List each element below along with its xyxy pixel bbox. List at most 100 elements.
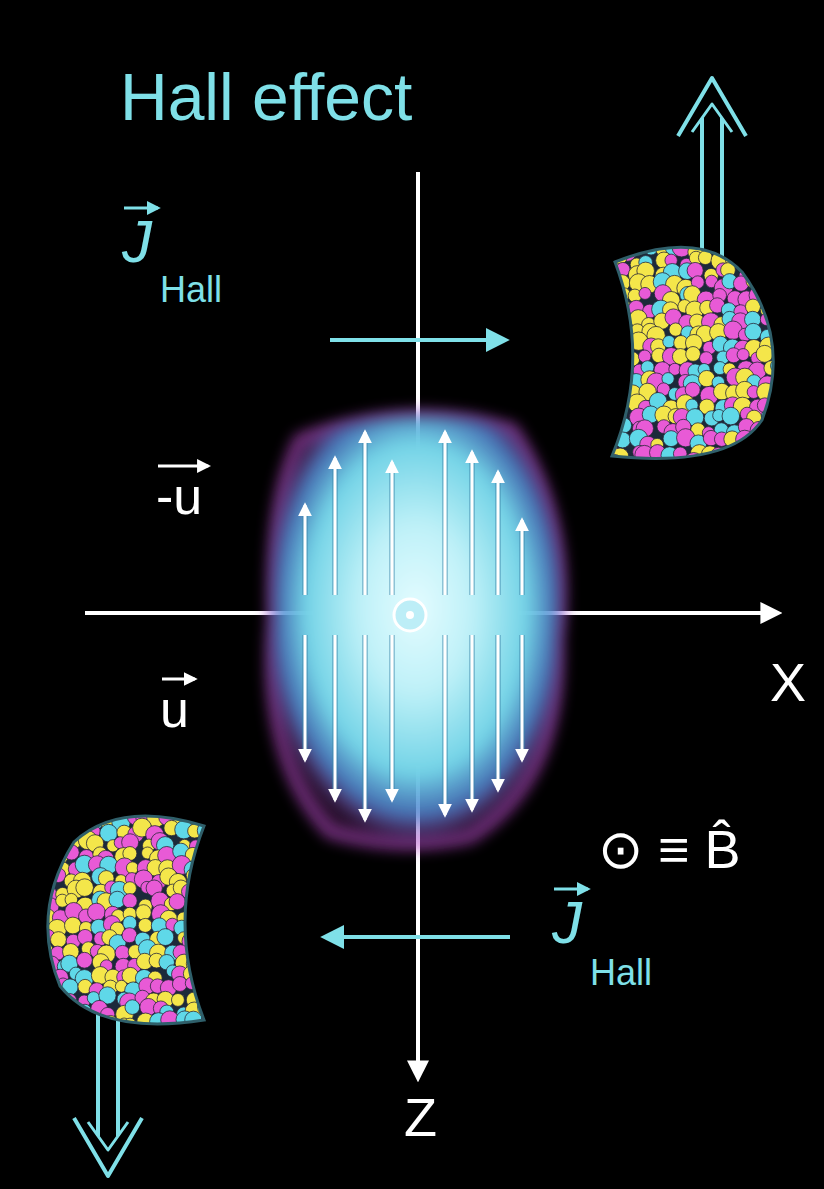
quark-dot [15, 1022, 34, 1041]
quark-dot [12, 833, 31, 852]
quark-dot [117, 1025, 133, 1041]
flow-arrow-up [497, 472, 500, 595]
quark-dot [759, 432, 772, 445]
quark-dot [784, 254, 801, 271]
vector-arrow [554, 888, 588, 891]
quark-dot [760, 216, 775, 231]
vector-arrow [158, 465, 208, 468]
quark-dot [18, 967, 36, 985]
quark-dot [31, 823, 44, 836]
quark-dot [594, 279, 610, 295]
quark-dot [772, 304, 789, 321]
quark-dot [51, 809, 69, 827]
quark-dot [15, 873, 32, 890]
flow-arrow-down [444, 635, 447, 815]
quark-dot [759, 279, 776, 296]
field-out-symbol [394, 599, 426, 631]
quark-dot [751, 234, 763, 246]
quark-dot [783, 347, 798, 362]
quark-dot [686, 347, 701, 362]
arrow-shaft [96, 1012, 100, 1136]
subscript: Hall [590, 955, 652, 991]
quark-dot [198, 895, 214, 911]
quark-dot [17, 995, 32, 1010]
quark-dot [775, 323, 788, 336]
arrow-head-inner [88, 1122, 128, 1150]
quark-dot [782, 413, 797, 428]
quark-dot [638, 230, 651, 243]
quark-dot [26, 880, 44, 898]
quark-dot [589, 395, 604, 410]
quark-dot [43, 827, 58, 842]
quark-dot [615, 351, 633, 369]
quark-dot [198, 858, 215, 875]
quark-dot [54, 1001, 70, 1017]
quark-dot [37, 830, 55, 848]
quark-dot [184, 786, 198, 800]
arrow-head-inner [692, 104, 732, 132]
quark-dot [30, 812, 44, 826]
quark-dot [50, 789, 66, 805]
quark-dot [33, 980, 49, 996]
quark-dot [782, 313, 800, 331]
quark-dot [759, 244, 773, 258]
quark-dot [185, 1029, 200, 1044]
quark-dot [750, 221, 766, 237]
quark-dot [124, 801, 139, 816]
quark-dot [692, 229, 704, 241]
quark-dot [770, 444, 784, 458]
fragment-fill [48, 816, 204, 1024]
quark-dot [592, 376, 610, 394]
quark-gluon-plasma [272, 416, 560, 843]
quark-dot [594, 408, 606, 420]
quark-dot [774, 413, 787, 426]
quark-dot [667, 218, 684, 235]
quark-dot [745, 323, 762, 340]
dot-group [589, 213, 805, 477]
quark-dot [149, 1029, 164, 1044]
quark-dot [735, 231, 747, 243]
quark-dot [657, 221, 670, 234]
hall-current-arrow [325, 935, 510, 939]
quark-dot [154, 803, 167, 816]
quark-dot [787, 361, 799, 373]
quark-dot [112, 785, 128, 801]
quark-dot [614, 329, 627, 342]
quark-dot [595, 249, 612, 266]
quark-dot [39, 813, 57, 831]
quark-dot [716, 222, 728, 234]
quark-dot [590, 385, 608, 403]
quark-dot [656, 227, 672, 243]
quark-dot [669, 323, 682, 336]
quark-dot [775, 263, 789, 277]
quark-dot [203, 800, 215, 812]
quark-dot [781, 387, 796, 402]
quark-dot [105, 802, 119, 816]
quark-dot [75, 785, 90, 800]
quark-dot [125, 1000, 140, 1015]
hall-current-arrow [330, 338, 505, 342]
quark-dot [696, 225, 712, 241]
quark-dot [770, 400, 784, 414]
quark-dot [19, 796, 34, 811]
quark-dot [625, 458, 644, 477]
quark-dot [760, 260, 778, 278]
quark-dot [28, 831, 44, 847]
quark-dot [758, 233, 774, 249]
quark-dot [604, 410, 622, 428]
quark-dot [783, 393, 800, 410]
flow-arrow-down [304, 635, 307, 760]
quark-dot [607, 218, 621, 232]
quark-dot [737, 455, 754, 472]
quark-dot [43, 788, 56, 801]
quark-dot [30, 990, 43, 1003]
quark-dot [162, 1028, 178, 1044]
quark-dot [788, 265, 804, 281]
quark-dot [737, 349, 749, 361]
quark-dot [692, 217, 705, 230]
title: Hall effect [120, 64, 412, 130]
quark-dot [772, 314, 788, 330]
quark-dot [135, 1027, 154, 1046]
quark-dot [28, 945, 40, 957]
